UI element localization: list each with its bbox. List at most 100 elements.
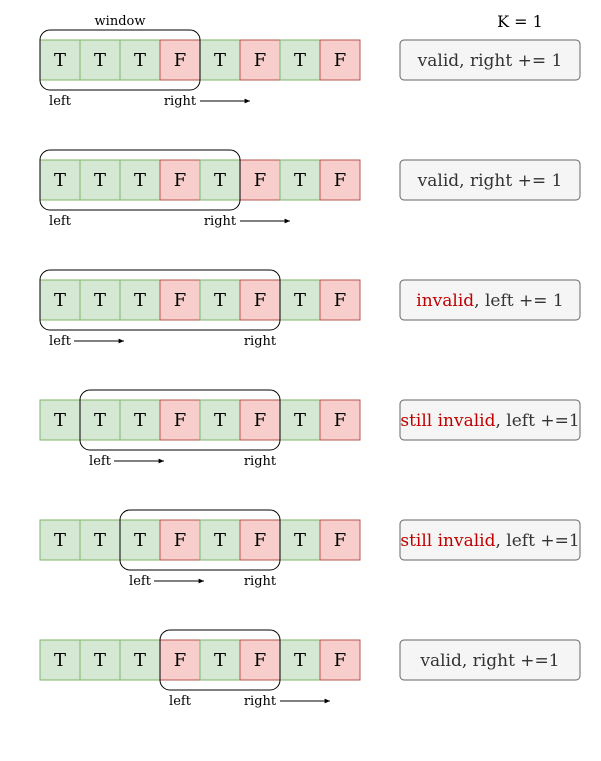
cell-2-value: T (94, 410, 106, 431)
cell-6-box (239, 399, 281, 441)
status-box (399, 159, 581, 201)
cell-7-box (279, 519, 321, 561)
cell-8-value: F (334, 290, 347, 311)
cell-5-box (199, 519, 241, 561)
cell-8-box (319, 399, 361, 441)
status-detail: , left +=1 (496, 531, 580, 551)
cell-1-value: T (54, 50, 66, 71)
status-highlight: still invalid (400, 531, 495, 551)
cell-2-box (79, 39, 121, 81)
window-bracket (39, 29, 201, 91)
window-bracket (39, 269, 281, 331)
cell-2-box (79, 519, 121, 561)
status-detail: , left += 1 (474, 291, 564, 311)
cell-1-value: T (54, 650, 66, 671)
cell-1-value: T (54, 530, 66, 551)
cell-3-value: T (134, 50, 146, 71)
status-box (399, 399, 581, 441)
cell-2-box (79, 639, 121, 681)
left-pointer-label: left (89, 454, 112, 469)
status-box (399, 39, 581, 81)
cell-6-value: F (254, 410, 267, 431)
cell-8-box (319, 39, 361, 81)
status-detail: valid, right += 1 (417, 51, 563, 71)
status-detail: valid, right +=1 (419, 651, 559, 671)
cell-6-value: F (254, 650, 267, 671)
cell-4-box (159, 279, 201, 321)
status-detail: , left +=1 (496, 411, 580, 431)
cell-1-value: T (54, 170, 66, 191)
cell-1-value: T (54, 290, 66, 311)
cell-4-value: F (174, 410, 187, 431)
status-box (399, 639, 581, 681)
cell-4-box (159, 159, 201, 201)
cell-7-value: T (294, 410, 306, 431)
right-pointer-label: right (164, 94, 197, 109)
status-text: valid, right += 1 (417, 171, 563, 191)
cell-7-value: T (294, 290, 306, 311)
cell-5-value: T (214, 50, 226, 71)
cell-2-value: T (94, 290, 106, 311)
cell-7-value: T (294, 50, 306, 71)
cell-6-value: F (254, 530, 267, 551)
cell-5-value: T (214, 650, 226, 671)
cell-5-box (199, 639, 241, 681)
cell-7-value: T (294, 170, 306, 191)
cell-3-value: T (134, 410, 146, 431)
cell-1-box (39, 159, 81, 201)
left-pointer-label: left (129, 574, 152, 589)
cell-5-box (199, 159, 241, 201)
cell-3-value: T (134, 530, 146, 551)
cell-5-box (199, 39, 241, 81)
status-text: valid, right += 1 (417, 51, 563, 71)
cell-3-box (119, 39, 161, 81)
cell-1-box (39, 519, 81, 561)
cell-3-value: T (134, 650, 146, 671)
cell-6-box (239, 39, 281, 81)
right-pointer-label: right (244, 334, 277, 349)
cell-6-value: F (254, 50, 267, 71)
cell-4-box (159, 399, 201, 441)
cell-3-box (119, 399, 161, 441)
left-pointer-label: left (49, 334, 72, 349)
cell-3-value: T (134, 170, 146, 191)
cell-4-value: F (174, 50, 187, 71)
status-text: still invalid, left +=1 (400, 411, 579, 431)
cell-6-box (239, 519, 281, 561)
cell-8-box (319, 159, 361, 201)
cell-1-value: T (54, 410, 66, 431)
cell-8-value: F (334, 410, 347, 431)
cell-8-value: F (334, 50, 347, 71)
cell-6-box (239, 279, 281, 321)
right-pointer-label: right (244, 454, 277, 469)
cell-7-box (279, 159, 321, 201)
cell-8-value: F (334, 170, 347, 191)
cell-5-value: T (214, 530, 226, 551)
cell-6-value: F (254, 170, 267, 191)
cell-8-box (319, 519, 361, 561)
cell-2-value: T (94, 650, 106, 671)
left-pointer-label: left (49, 94, 72, 109)
cell-4-value: F (174, 170, 187, 191)
cell-8-value: F (334, 650, 347, 671)
left-pointer-label: left (169, 694, 192, 709)
status-detail: valid, right += 1 (417, 171, 563, 191)
cell-4-value: F (174, 290, 187, 311)
cell-2-value: T (94, 170, 106, 191)
cell-7-box (279, 39, 321, 81)
window-label: window (95, 14, 146, 29)
right-pointer-label: right (244, 694, 277, 709)
window-bracket (39, 149, 241, 211)
cell-6-value: F (254, 290, 267, 311)
cell-5-value: T (214, 410, 226, 431)
cell-6-box (239, 639, 281, 681)
cell-5-box (199, 279, 241, 321)
status-box (399, 279, 581, 321)
